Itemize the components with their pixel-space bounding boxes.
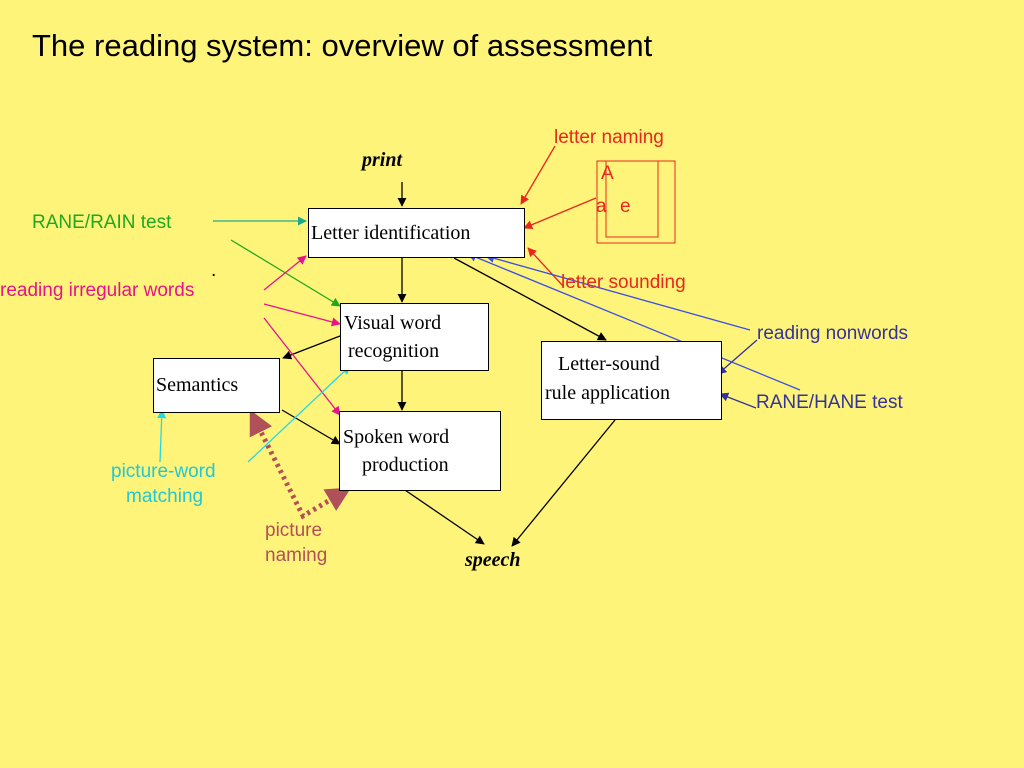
- arrow-letter-sounding-to-letter-id: [527, 247, 564, 287]
- arrow-nonwords-to-letter-id: [485, 253, 751, 331]
- arrow-picture-word-to-semantics: [157, 409, 167, 463]
- print-label: print: [362, 149, 403, 171]
- arrow-irregular-to-letter-id: [263, 255, 307, 291]
- speech-label: speech: [465, 549, 521, 571]
- semantics-box: [153, 358, 280, 413]
- spoken-word-production-box: [339, 411, 501, 491]
- picture-naming-label-line1: picture: [265, 520, 323, 541]
- arrow-semantics-to-spoken-word: [281, 409, 341, 445]
- arrow-irregular-to-spoken-word: [263, 317, 341, 416]
- letter-sound-rule-label-line1: Letter-sound: [558, 353, 660, 375]
- arrow-rane-hane-to-letter-sound: [719, 392, 757, 409]
- picture-word-matching-label-line1: picture-word: [111, 461, 216, 482]
- arrow-rane-hane-to-letter-id: [467, 252, 801, 391]
- spoken-word-production-label-line2: production: [362, 454, 449, 476]
- reading-irregular-words-label: reading irregular words: [0, 280, 195, 301]
- arrow-letter-card-to-letter-id: [523, 197, 597, 230]
- letter-sound-rule-box: [541, 341, 722, 420]
- arrow-nonwords-to-letter-sound: [717, 339, 758, 375]
- letter-naming-label: letter naming: [554, 127, 664, 148]
- arrow-spoken-word-to-speech: [401, 487, 485, 545]
- arrow-letter-naming-to-letter-id: [520, 145, 556, 205]
- picture-word-matching-label-line2: matching: [126, 486, 204, 507]
- arrow-irregular-to-visual-word: [263, 303, 341, 327]
- spoken-word-production-label-line1: Spoken word: [343, 426, 450, 448]
- arrow-picture-naming-bidirectional: [249, 409, 352, 520]
- picture-naming-label-line2: naming: [265, 545, 328, 566]
- arrow-visual-word-to-semantics: [282, 335, 341, 360]
- rane-hane-test-label: RANE/HANE test: [756, 392, 903, 413]
- letter-identification-box: [308, 208, 525, 258]
- visual-word-recognition-box: [340, 303, 489, 371]
- arrow-letter-sound-to-speech: [511, 419, 616, 547]
- letter-identification-label: Letter identification: [311, 222, 471, 244]
- visual-word-recognition-label-line2: recognition: [348, 340, 440, 362]
- stray-dot: .: [211, 260, 217, 281]
- page-title: The reading system: overview of assessme…: [32, 28, 653, 63]
- letter-card-lower-a: a: [596, 196, 607, 217]
- semantics-label: Semantics: [156, 374, 239, 396]
- reading-nonwords-label: reading nonwords: [757, 323, 909, 344]
- rane-rain-test-label: RANE/RAIN test: [32, 212, 172, 233]
- letter-card-lower-e: e: [620, 196, 631, 217]
- letter-sounding-label: letter sounding: [561, 272, 686, 293]
- letter-sound-rule-label-line2: rule application: [545, 382, 670, 404]
- letter-card-inner: [605, 160, 659, 238]
- visual-word-recognition-label-line1: Visual word: [344, 312, 442, 334]
- letter-card-upper-a: A: [601, 163, 614, 184]
- arrow-letter-id-to-letter-sound: [453, 257, 607, 341]
